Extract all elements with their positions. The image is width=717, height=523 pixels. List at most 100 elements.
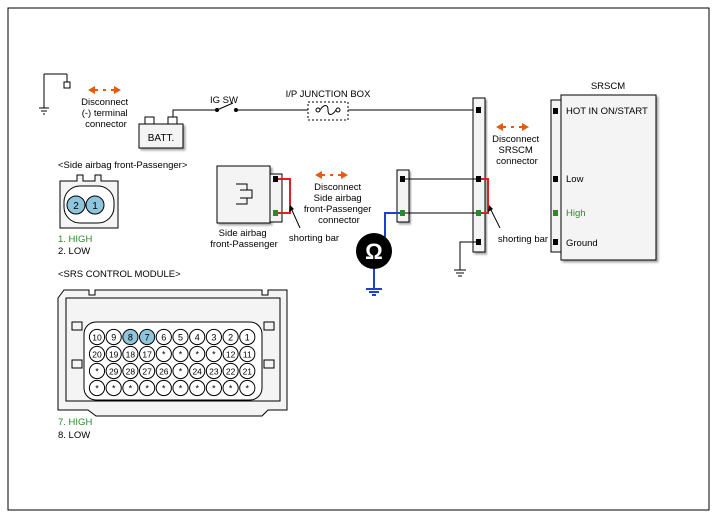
module-pin-label: 19 [109,350,119,360]
module-pin [155,379,172,397]
module-pin-label: * [112,384,116,394]
module-pin-label: 5 [178,333,183,343]
srscm-module [550,94,657,261]
shorting-bar-2-arrowhead [488,205,493,212]
side-pin-low-legend: 2. LOW [58,246,90,257]
shorting-bar-side-airbag [278,178,291,214]
module-pin [222,345,239,363]
module-pin [189,345,206,363]
module-pin [88,345,106,363]
module-pin [239,379,256,397]
module-pin [139,345,156,363]
fuse-icon [315,105,341,115]
module-pin [222,362,239,380]
wire-batt-igsw [172,109,215,117]
module-pin-label: 27 [142,367,152,377]
module-pin [239,328,256,346]
module-pin-label: 28 [126,367,136,377]
ig-sw-label: IG SW [210,95,238,106]
disconnect-arrow-srscm [496,123,529,131]
module-pin-label: 26 [159,367,169,377]
module-pin-label: * [129,384,133,394]
ohmmeter: Ω [356,212,400,296]
side-airbag-component-label: Side airbag front-Passenger [210,228,278,250]
module-pin [239,345,256,363]
ground-symbol-bus [454,241,476,277]
module-pin [105,362,122,380]
disconnect-arrow-terminal [88,86,121,94]
battery-terminal-ground [39,73,71,115]
module-pin [189,328,206,346]
module-pin-label: * [95,384,99,394]
module-pin-label: * [179,367,183,377]
module-pin-label: 12 [226,350,236,360]
module-pin-label: * [162,384,166,394]
module-pin [205,379,222,397]
ohmmeter-probe-wire [384,212,400,237]
module-pin-label: 11 [243,350,252,360]
module-pin [205,362,222,380]
module-pin-label: 21 [243,367,253,377]
side-pin-2-label: 2 [73,201,79,212]
module-pin [88,362,106,380]
module-pin-label: * [195,384,199,394]
srscm-pin-hot: HOT IN ON/START [566,106,648,117]
module-pin-label: * [229,384,233,394]
module-pin [189,379,206,397]
side-airbag-component [216,165,283,224]
module-pin-label: * [212,384,216,394]
module-pin-label: * [179,350,183,360]
module-pin [122,379,139,397]
disconnect-srscm-label: Disconnect SRSCM connector [492,134,542,167]
module-pin [205,328,222,346]
diagram-border [7,7,710,511]
side-pin-1 [85,195,105,215]
module-pin [172,379,189,397]
module-pin-label: 8 [128,333,133,343]
module-pin [222,379,239,397]
srscm-title: SRSCM [591,81,625,92]
module-pin [155,328,172,346]
module-pin [222,328,239,346]
module-pin [105,379,122,397]
module-pin-label: 3 [211,333,216,343]
side-airbag-connector-face: 2 1 [59,174,119,229]
srs-module-caption: <SRS CONTROL MODULE> [58,269,181,280]
module-pin [189,362,206,380]
module-pin-label: 2 [228,333,233,343]
side-pin-2 [66,195,86,215]
ohm-symbol: Ω [365,239,383,264]
module-pin-label: 9 [111,333,116,343]
ip-junction-box-label: I/P JUNCTION BOX [286,89,371,100]
shorting-bar-1-label: shorting bar [289,233,339,244]
module-pin-label: * [145,384,149,394]
module-pin [139,379,156,397]
module-pin-label: * [162,350,166,360]
module-pin [122,345,139,363]
srscm-pin-high: High [566,208,586,219]
module-pin [172,362,189,380]
module-pin-label: 1 [245,333,250,343]
module-pin-low-legend: 8. LOW [58,430,90,441]
module-pin [122,328,139,346]
module-pin-label: 6 [161,333,166,343]
module-pin [105,345,122,363]
shorting-bar-2-leader [489,207,501,229]
module-pin [239,362,256,380]
side-airbag-caption: <Side airbag front-Passenger> [58,160,188,171]
srscm-pin-ground: Ground [566,238,598,249]
battery-label: BATT. [148,133,174,144]
harness-connector-srscm [472,97,486,253]
module-pin [105,328,122,346]
shorting-bar-2-label: shorting bar [498,234,548,245]
module-pin-label: * [195,350,199,360]
module-pin [155,362,172,380]
ignition-switch [215,102,238,112]
module-pin [155,345,172,363]
module-pin [88,328,106,346]
module-pin [172,345,189,363]
ohmmeter-icon [356,233,392,269]
module-pin-label: 18 [126,350,136,360]
